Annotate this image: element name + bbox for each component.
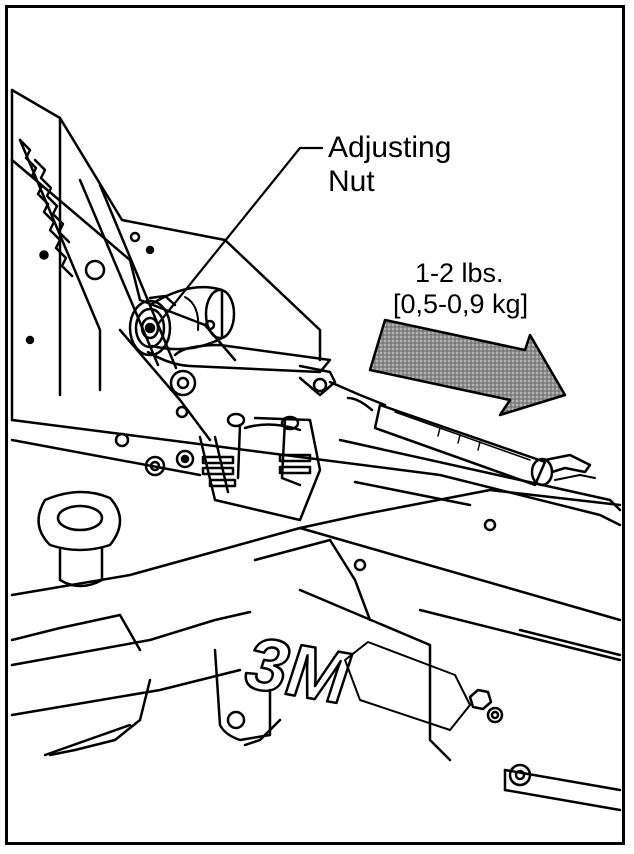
- force-label-metric: [0,5-0,9 kg]: [393, 289, 529, 319]
- adjusting-nut-leader: [156, 146, 324, 326]
- tape-roller: [128, 285, 236, 357]
- diagram-border: [5, 5, 625, 845]
- base-frame: [10, 418, 622, 812]
- pull-direction-arrow: [368, 318, 567, 417]
- knob: [37, 490, 122, 588]
- force-label-imperial: 1-2 lbs.: [415, 258, 504, 288]
- adjusting-nut-label-line2: Nut: [328, 165, 375, 198]
- spring-scale: [346, 396, 596, 487]
- side-plate: [10, 88, 322, 469]
- strap: [146, 343, 387, 407]
- lower-brackets: [43, 648, 282, 757]
- adjusting-nut-label-line1: Adjusting: [328, 131, 452, 164]
- 3m-logo: 3M: [235, 622, 362, 719]
- clamp-assembly: [144, 412, 322, 522]
